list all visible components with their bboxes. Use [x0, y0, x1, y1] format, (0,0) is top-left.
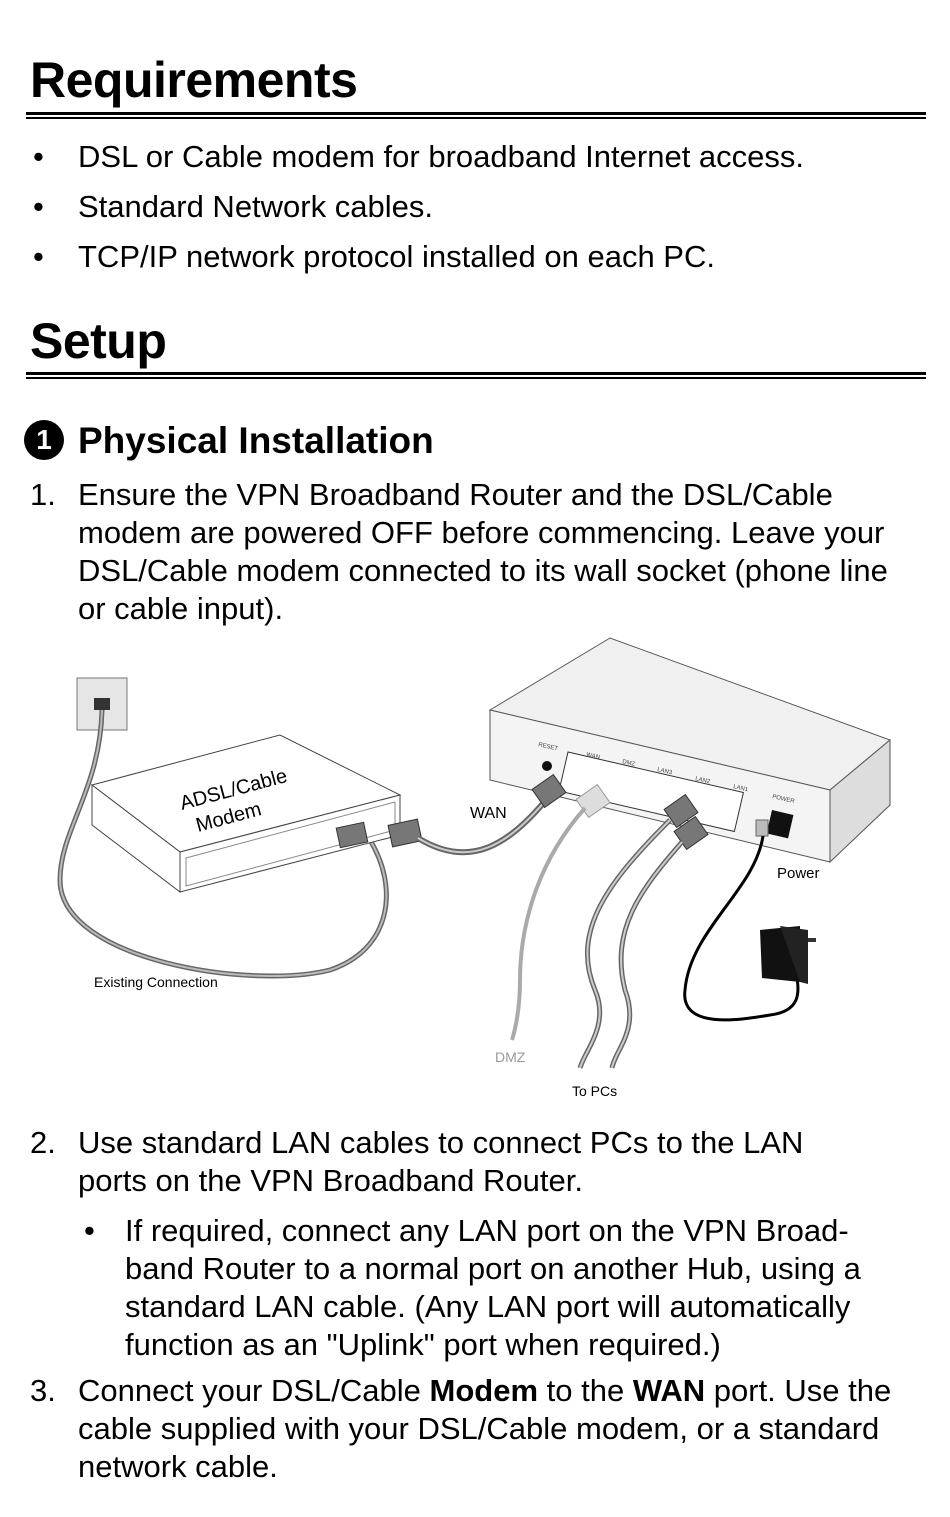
router-port-label-lan1: LAN1: [733, 784, 750, 793]
text-run: port. Use the cable supplied with your D…: [78, 1373, 892, 1484]
installation-diagram: ADSL/Cable Modem WAN RESET WAN DMZ LAN3 …: [57, 637, 891, 1099]
requirement-item: • Standard Network cables.: [30, 188, 804, 238]
number-circle-icon: 1: [24, 420, 64, 460]
requirement-item: • DSL or Cable modem for broadband Inter…: [30, 138, 804, 188]
dmz-cable: [510, 806, 587, 1041]
requirements-list: • DSL or Cable modem for broadband Inter…: [30, 138, 804, 288]
bold-term: Modem: [429, 1373, 539, 1408]
requirement-item: • TCP/IP network protocol installed on e…: [30, 238, 804, 288]
requirement-text: DSL or Cable modem for broadband Interne…: [78, 139, 805, 174]
step-text: Connect your DSL/Cable Modem to the WAN …: [78, 1372, 898, 1486]
requirements-heading: Requirements: [30, 52, 358, 108]
step-2: 2. Use standard LAN cables to connect PC…: [30, 1124, 920, 1200]
step-number: 1.: [30, 477, 56, 512]
physical-installation-heading: 1 Physical Installation: [24, 420, 434, 460]
requirement-text: TCP/IP network protocol installed on eac…: [78, 239, 715, 274]
router-port-label-power: POWER: [772, 794, 796, 805]
bold-term: WAN: [632, 1373, 706, 1408]
step-text: Ensure the VPN Broadband Router and the …: [78, 477, 888, 626]
requirement-text: Standard Network cables.: [78, 189, 433, 224]
wan-cable: [416, 793, 553, 856]
step-text: Use standard LAN cables to connect PCs t…: [78, 1125, 804, 1198]
text-run: Connect your DSL/Cable: [78, 1373, 430, 1408]
router-port-label-lan2: LAN2: [695, 776, 712, 785]
bullet-icon: •: [33, 239, 44, 274]
step-number: 2.: [30, 1125, 56, 1160]
step-number: 3.: [30, 1373, 56, 1408]
bullet-icon: •: [84, 1213, 95, 1248]
section-title: Physical Installation: [78, 419, 434, 461]
router-icon: [488, 637, 891, 864]
setup-divider: [26, 372, 926, 379]
router-port-label-dmz: DMZ: [622, 759, 636, 768]
text-run: to the: [538, 1373, 633, 1408]
sub-bullet-text: If required, connect any LAN port on the…: [125, 1213, 861, 1362]
router-port-label-reset: RESET: [538, 742, 559, 752]
to-pcs-label: To PCs: [572, 1083, 617, 1099]
requirements-divider: [26, 112, 926, 119]
step-3: 3. Connect your DSL/Cable Modem to the W…: [30, 1372, 920, 1486]
setup-heading: Setup: [30, 313, 167, 369]
wan-label: WAN: [470, 805, 507, 822]
dmz-label: DMZ: [495, 1049, 526, 1065]
bullet-icon: •: [33, 139, 44, 174]
step-1: 1. Ensure the VPN Broadband Router and t…: [30, 476, 920, 628]
bullet-icon: •: [33, 189, 44, 224]
power-adapter-icon: [760, 926, 816, 984]
router-port-label-lan3: LAN3: [657, 767, 674, 776]
power-label: Power: [777, 865, 820, 882]
existing-connection-label: Existing Connection: [94, 974, 218, 990]
router-port-label-wan: WAN: [586, 752, 601, 761]
step-2-sub-bullet: • If required, connect any LAN port on t…: [78, 1212, 918, 1364]
power-cord: [683, 835, 800, 1022]
